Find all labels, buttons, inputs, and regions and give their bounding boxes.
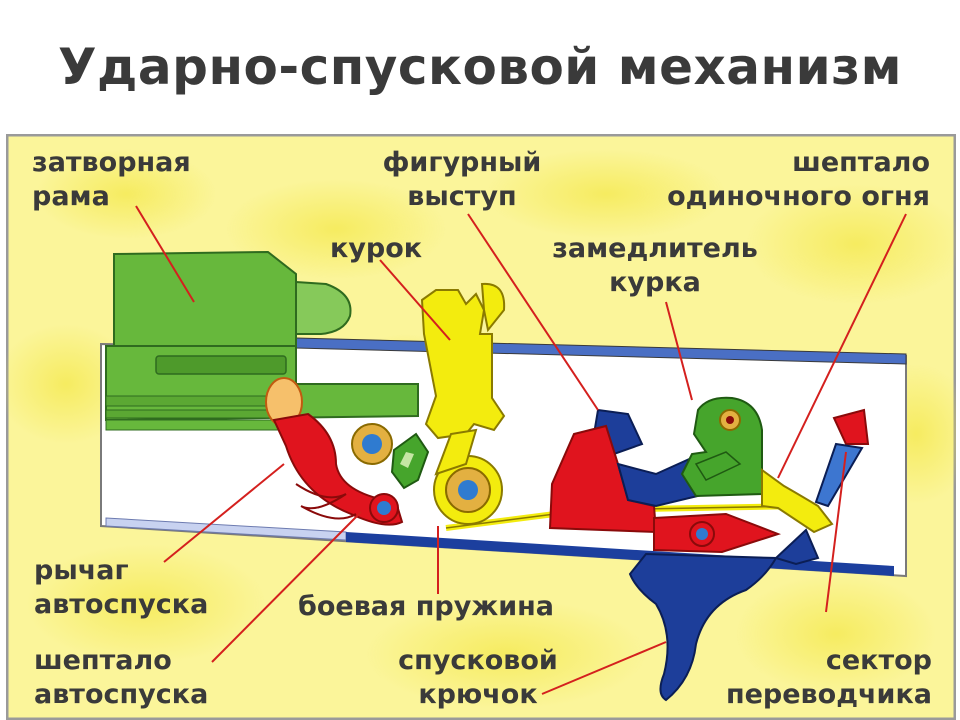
trigger-part: [628, 552, 778, 702]
label-auto-release-lever: рычаг автоспуска: [34, 555, 209, 620]
label-mainspring: боевая пружина: [298, 591, 554, 622]
lever-spring: [295, 483, 357, 520]
page-title: Ударно-спусковой механизм: [58, 38, 903, 96]
bolt-carrier: [105, 250, 419, 431]
label-hammer-retarder: замедлитель курка: [552, 233, 758, 298]
label-selector-sector: сектор переводчика: [725, 645, 932, 710]
auto-release-lever-part: [265, 377, 404, 526]
label-bolt-carrier: затворная рама: [32, 147, 191, 212]
auto-sear-part: [390, 432, 430, 490]
label-hammer: курок: [330, 233, 423, 264]
label-auto-sear: шептало автоспуска: [34, 645, 209, 710]
mechanism-illustration: [6, 134, 956, 720]
single-fire-sear-part: [761, 468, 834, 534]
label-trigger: спусковой крючок: [398, 645, 558, 710]
hammer-part: [420, 282, 506, 525]
hammer-retarder-part: [680, 396, 763, 498]
label-shaped-lug: фигурный выступ: [382, 147, 542, 212]
trigger-body-part: [548, 424, 782, 554]
diagram-panel: [6, 134, 956, 720]
leader-lines: [135, 205, 907, 695]
label-single-fire-sear: шептало одиночного огня: [667, 147, 930, 212]
selector-sector-part: [814, 408, 870, 508]
pivot-pin-upper: [351, 423, 393, 465]
